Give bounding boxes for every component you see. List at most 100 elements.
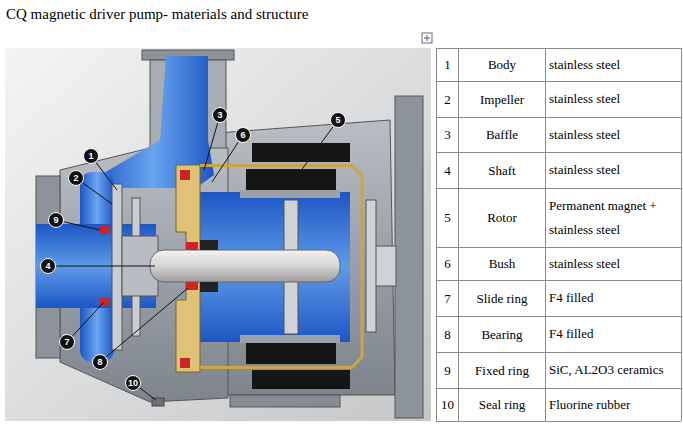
row-number: 4 bbox=[444, 163, 451, 179]
table-cell: 10 bbox=[437, 389, 458, 421]
table-rule bbox=[458, 48, 459, 421]
leader-line bbox=[96, 163, 117, 190]
leader-line bbox=[64, 222, 100, 230]
callout-box: 5 bbox=[329, 111, 347, 129]
table-rule bbox=[681, 48, 682, 421]
table-cell: stainless steel bbox=[546, 248, 681, 280]
table-rule bbox=[436, 117, 681, 118]
motor-flange bbox=[395, 96, 423, 418]
table-cell: 5 bbox=[437, 189, 458, 247]
rotor-sleeve bbox=[240, 190, 340, 198]
callout-box: 2 bbox=[67, 169, 85, 187]
part-name: Rotor bbox=[487, 210, 517, 226]
material-name: F4 filled bbox=[549, 286, 593, 310]
seal-ring bbox=[180, 358, 190, 368]
row-number: 5 bbox=[444, 210, 451, 226]
callout-box: 3 bbox=[211, 106, 229, 124]
outer-magnet bbox=[252, 370, 350, 389]
row-number: 6 bbox=[444, 256, 451, 272]
table-cell: stainless steel bbox=[546, 118, 681, 152]
table-cell: stainless steel bbox=[546, 49, 681, 81]
table-cell: Shaft bbox=[459, 153, 545, 188]
callout-box: 8 bbox=[91, 353, 109, 371]
table-cell: stainless steel bbox=[546, 153, 681, 188]
leader-line bbox=[212, 142, 238, 182]
bearing bbox=[200, 282, 218, 292]
seal-ring bbox=[180, 170, 190, 180]
inner-magnet bbox=[246, 169, 336, 190]
table-cell: Fluorine rubber bbox=[546, 389, 681, 421]
table-rule bbox=[436, 152, 681, 153]
callout-number: 7 bbox=[64, 338, 69, 347]
material-name: SiC, AL2O3 ceramics bbox=[549, 358, 663, 382]
callout-circle bbox=[60, 335, 75, 350]
part-name: Bearing bbox=[481, 327, 522, 343]
table-cell: 2 bbox=[437, 82, 458, 117]
callout-box: 6 bbox=[234, 126, 252, 144]
diagram-title: CQ magnetic driver pump- materials and s… bbox=[6, 6, 308, 23]
callout-circle bbox=[41, 259, 56, 274]
callout-box: 1 bbox=[82, 147, 100, 165]
part-name: Slide ring bbox=[477, 291, 528, 307]
table-cell: Bush bbox=[459, 248, 545, 280]
material-name: stainless steel bbox=[549, 87, 620, 111]
material-name: stainless steel bbox=[549, 123, 620, 147]
material-name: Fluorine rubber bbox=[549, 393, 630, 417]
row-number: 1 bbox=[444, 57, 451, 73]
callout-circle bbox=[213, 108, 228, 123]
leader-line bbox=[204, 123, 218, 170]
callout-number: 4 bbox=[45, 262, 50, 271]
row-number: 9 bbox=[444, 363, 451, 379]
material-name: stainless steel bbox=[549, 158, 620, 182]
material-name: Permanent magnet + stainless steel bbox=[549, 194, 678, 242]
table-cell: Baffle bbox=[459, 118, 545, 152]
table-cell: Body bbox=[459, 49, 545, 81]
callout-number: 3 bbox=[217, 111, 222, 120]
table-rule bbox=[436, 352, 681, 353]
table-cell: 8 bbox=[437, 317, 458, 352]
shaft bbox=[150, 250, 340, 282]
inner-magnet bbox=[246, 343, 336, 364]
part-name: Bush bbox=[489, 256, 516, 272]
table-rule bbox=[436, 388, 681, 389]
part-name: Shaft bbox=[488, 163, 515, 179]
material-name: stainless steel bbox=[549, 53, 620, 77]
callout-number: 2 bbox=[73, 174, 78, 183]
table-cell: Bearing bbox=[459, 317, 545, 352]
callout-circle bbox=[236, 128, 251, 143]
callout-number: 10 bbox=[128, 379, 138, 388]
table-rule bbox=[436, 247, 681, 248]
table-rule bbox=[436, 421, 681, 422]
table-rule bbox=[436, 48, 681, 49]
rotor-sleeve bbox=[240, 335, 340, 343]
part-name: Baffle bbox=[486, 127, 518, 143]
table-cell: F4 filled bbox=[546, 281, 681, 316]
row-number: 3 bbox=[444, 127, 451, 143]
drawing-ground bbox=[5, 48, 431, 421]
table-rule bbox=[436, 316, 681, 317]
table-cell: Seal ring bbox=[459, 389, 545, 421]
leader-line bbox=[140, 388, 156, 400]
material-name: F4 filled bbox=[549, 322, 593, 346]
callout-number: 9 bbox=[53, 216, 58, 225]
leader-line bbox=[107, 288, 188, 357]
title-box: CQ magnetic driver pump- materials and s… bbox=[6, 3, 308, 25]
bearing bbox=[200, 240, 218, 250]
table-cell: 9 bbox=[437, 353, 458, 388]
table-cell: stainless steel bbox=[546, 82, 681, 117]
drain-plug bbox=[152, 398, 164, 406]
callout-box: 10 bbox=[124, 374, 142, 392]
row-number: 8 bbox=[444, 327, 451, 343]
callout-number: 1 bbox=[88, 152, 93, 161]
outer-magnet bbox=[252, 143, 350, 162]
callout-box: 7 bbox=[58, 333, 76, 351]
table-rule bbox=[545, 48, 546, 421]
leader-line bbox=[73, 302, 104, 336]
leader-line bbox=[83, 183, 112, 204]
pump-foot bbox=[230, 395, 340, 407]
callout-circle bbox=[331, 113, 346, 128]
callout-circle bbox=[84, 149, 99, 164]
table-cell: Rotor bbox=[459, 189, 545, 247]
table-cell: 6 bbox=[437, 248, 458, 280]
table-rule bbox=[436, 48, 437, 421]
